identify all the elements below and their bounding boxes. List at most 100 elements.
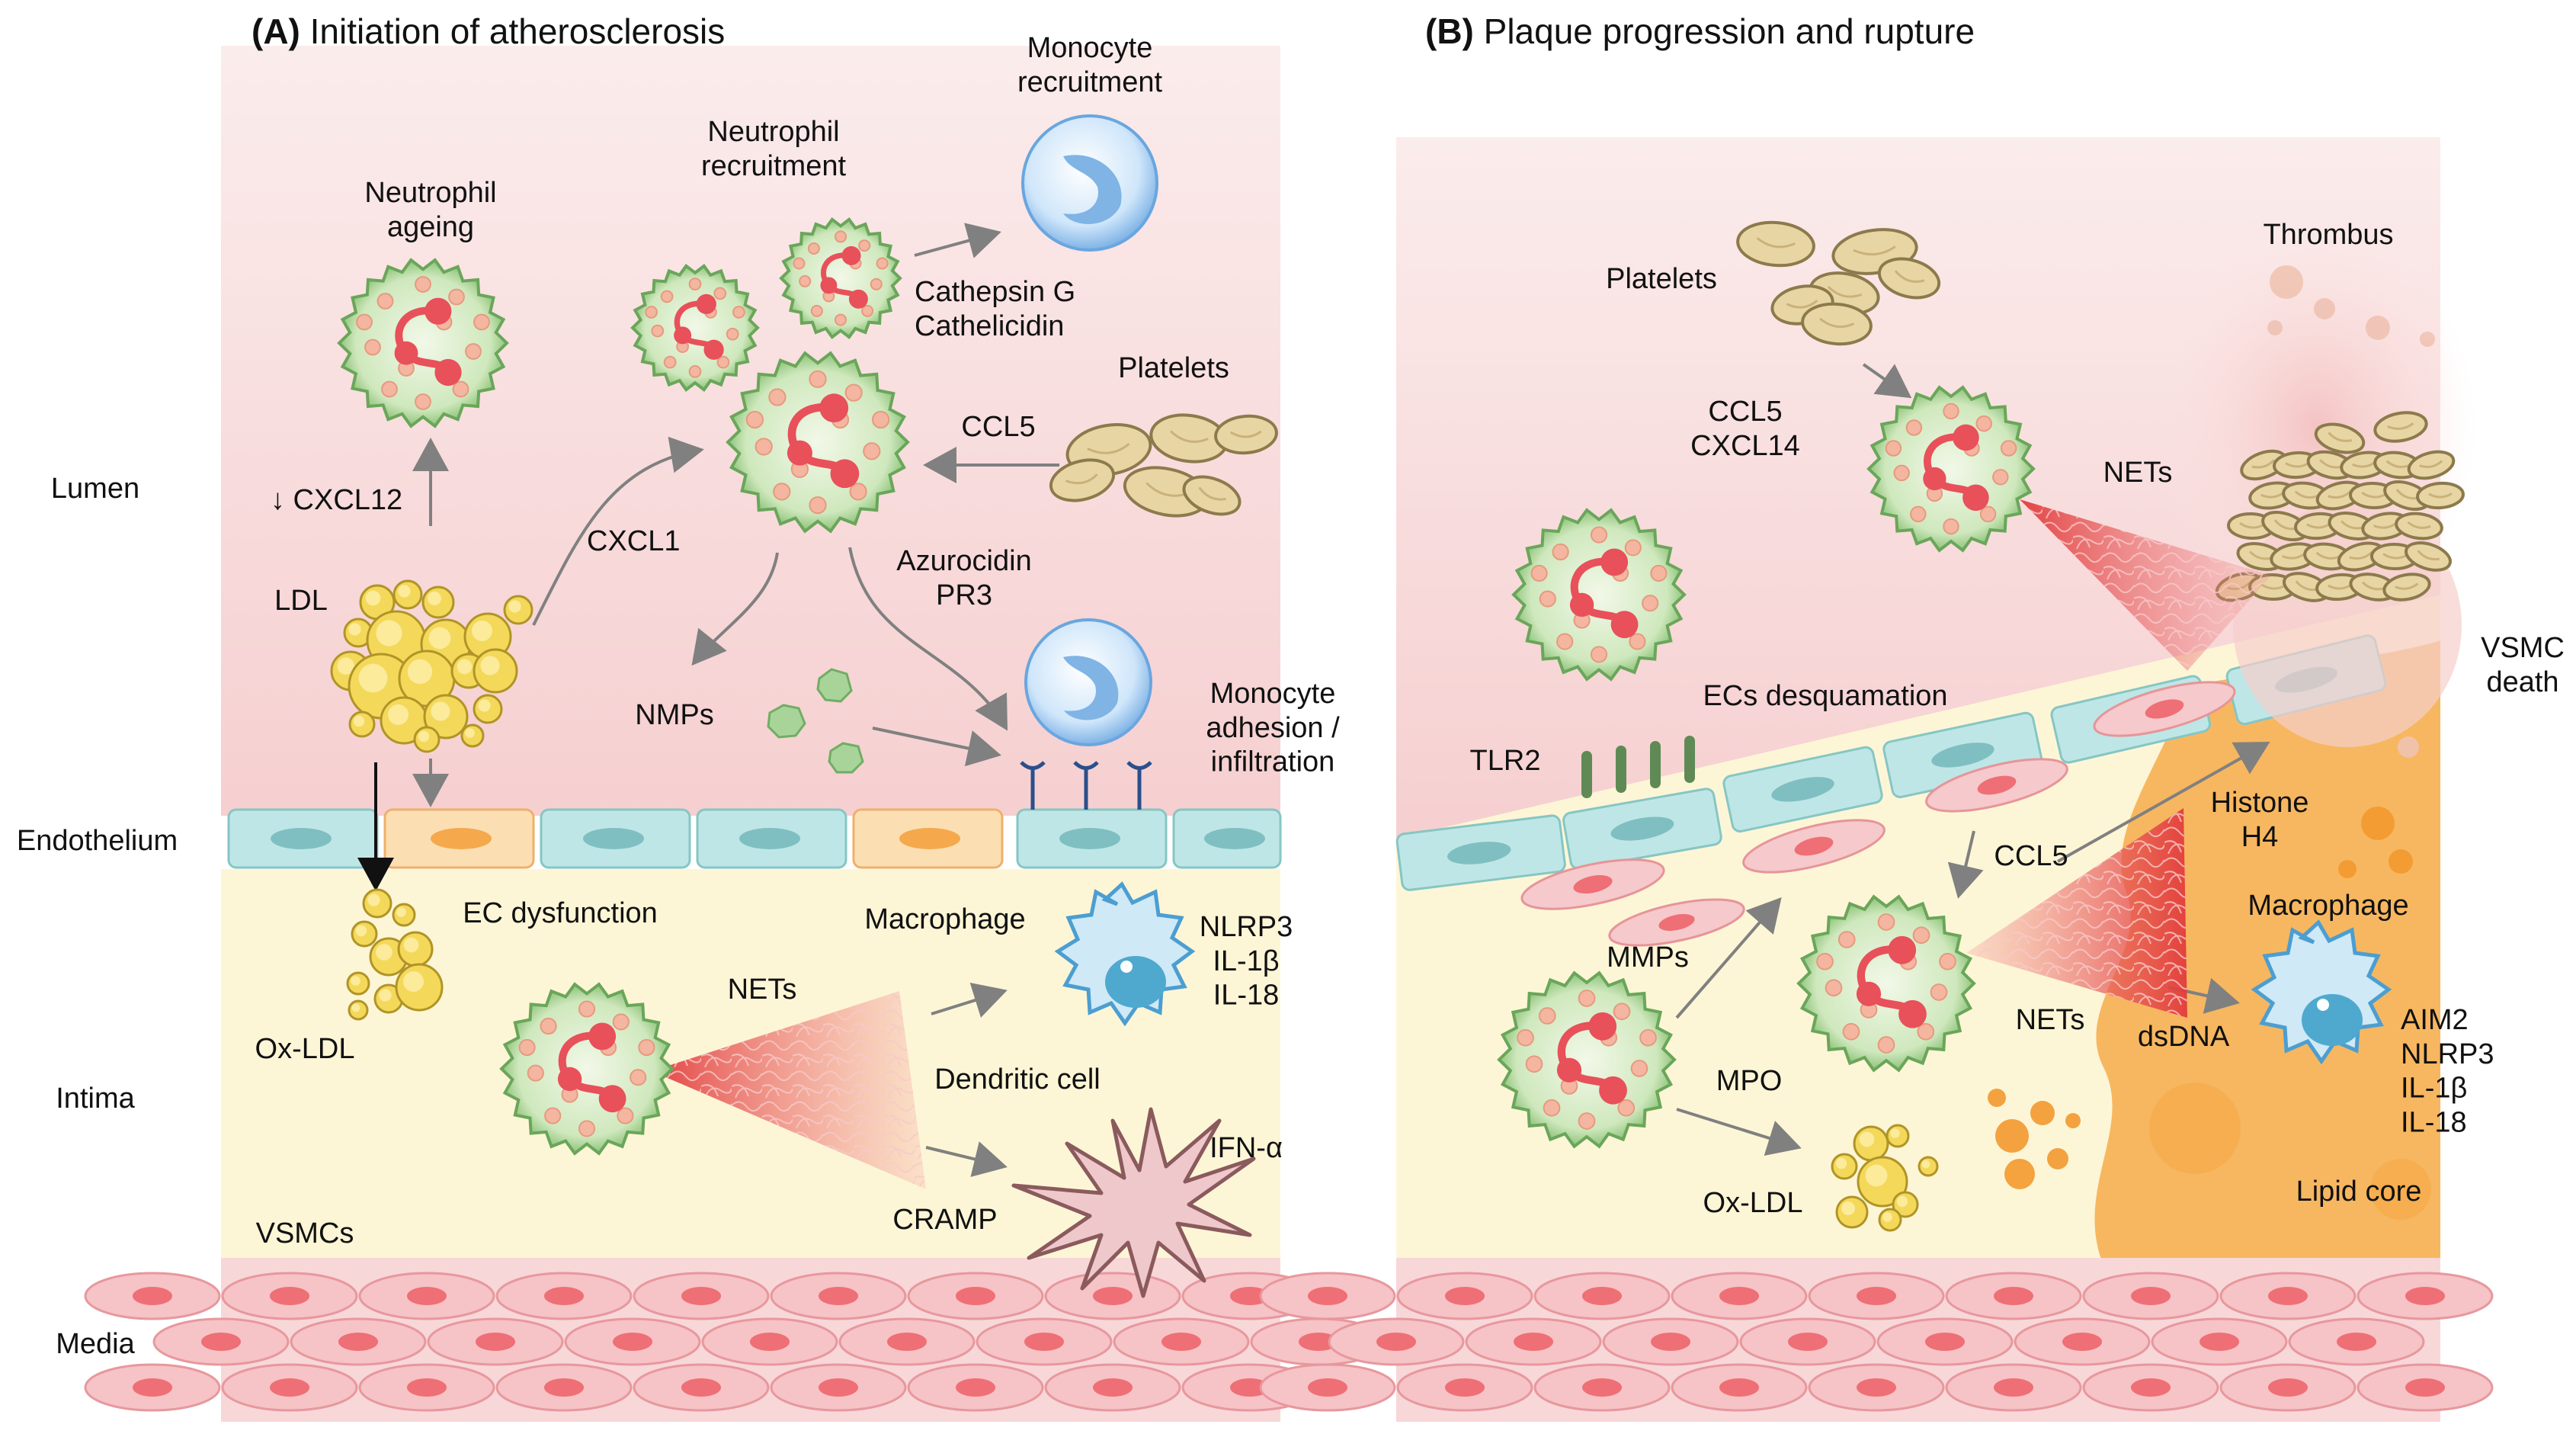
media-smc-cell (2288, 1317, 2425, 1366)
neutrophil (779, 217, 902, 340)
media-smc-cell (290, 1317, 427, 1366)
media-smc-cell (221, 1272, 358, 1320)
label-dsdna: dsDNA (2138, 1021, 2230, 1053)
ldl-particle (362, 888, 392, 919)
media-smc-cell (770, 1363, 907, 1412)
media-smc-cell (1602, 1317, 1739, 1366)
nmp-vesicles (767, 668, 864, 774)
media-smc-cell (1876, 1317, 2014, 1366)
label-ox-ldl: Ox-LDL (255, 1033, 355, 1065)
label-nmps: NMPs (635, 699, 713, 731)
neutrophil (1796, 894, 1976, 1073)
layer-label-endothelium: Endothelium (16, 825, 178, 857)
media-smc-cell (1396, 1272, 1533, 1320)
platelet (1049, 458, 1116, 502)
platelet (1877, 257, 1941, 300)
media-smc-cell (633, 1363, 770, 1412)
platelet (1214, 414, 1278, 455)
media-smc-cell (2219, 1272, 2357, 1320)
label-nets: NETs (728, 974, 797, 1006)
ldl-particle (1857, 1156, 1908, 1208)
panel-b-title-text: Plaque progression and rupture (1483, 11, 1975, 51)
endothelium-a (227, 808, 1282, 869)
media-smc-cell (358, 1272, 495, 1320)
ldl-particle (421, 585, 455, 619)
panel-b-letter: (B) (1425, 11, 1474, 51)
ldl-particle (1878, 1208, 1902, 1232)
ldl-particle (423, 694, 469, 739)
label-ccl5: CCL5 (961, 411, 1035, 443)
neutrophil (499, 982, 674, 1156)
media-smc-cell (1044, 1272, 1181, 1320)
media-smc-cell (1671, 1363, 1808, 1412)
ldl-particle (348, 999, 369, 1021)
neutrophils (337, 217, 2036, 1156)
media-smc-cell (907, 1363, 1044, 1412)
label-thrombus: Thrombus (2263, 219, 2393, 251)
label-lipid-core: Lipid core (2296, 1176, 2422, 1208)
ldl-particle (397, 931, 434, 967)
media-smc-cell (2219, 1363, 2357, 1412)
panel-a-title: (A) Initiation of atherosclerosis (252, 11, 725, 52)
monocyte-top (1021, 114, 1158, 252)
media-smc-cell (1259, 1363, 1396, 1412)
media-smc-cell (1113, 1317, 1250, 1366)
ldl-particle (473, 694, 503, 724)
media-smc-cell (770, 1272, 907, 1320)
media-smc-cell (1808, 1272, 1945, 1320)
media-smc-cell (1328, 1317, 1465, 1366)
layer-label-intima: Intima (56, 1083, 135, 1115)
arrows-panel-a (412, 223, 1059, 1177)
label-ox-ldl: Ox-LDL (1703, 1187, 1803, 1219)
ldl-particle (392, 903, 416, 927)
neutrophil (726, 351, 910, 534)
layer-label-lumen: Lumen (50, 473, 140, 505)
platelet (1801, 302, 1873, 346)
media-smc-cell (1533, 1363, 1671, 1412)
neutrophil (630, 263, 760, 393)
dendritic-cell (1011, 1107, 1256, 1298)
media-smc-cell (152, 1317, 290, 1366)
media-smc-cell (2014, 1317, 2151, 1366)
label-dendritic-cell: Dendritic cell (934, 1063, 1101, 1096)
layer-label-media: Media (56, 1328, 135, 1360)
platelet (2373, 411, 2428, 443)
label-macrophage: Macrophage (864, 903, 1025, 935)
platelet (2416, 481, 2465, 510)
label-cramp: CRAMP (892, 1204, 997, 1236)
media-smc-cell (1739, 1317, 1876, 1366)
media-smc-cell (358, 1363, 495, 1412)
nets-panel-a (652, 991, 926, 1189)
media-smc-cell (2082, 1272, 2219, 1320)
media-smc-cell (976, 1317, 1113, 1366)
media-smc-cell (2151, 1317, 2288, 1366)
platelet (2383, 480, 2430, 512)
media-smc-cell (1945, 1272, 2082, 1320)
label-ecs-desquamation: ECs desquamation (1703, 680, 1947, 712)
thrombus-platelets (2215, 411, 2465, 602)
platelets (1049, 220, 1941, 518)
media-smc-cell (427, 1317, 564, 1366)
label-mmps: MMPs (1607, 942, 1689, 974)
ldl-particle (351, 920, 378, 948)
lipid-droplets (1988, 807, 2431, 1220)
neutrophil (1511, 508, 1687, 682)
label-platelets: Platelets (1118, 352, 1229, 384)
ldl-particle (1831, 1153, 1858, 1180)
ldl-particle (503, 595, 533, 625)
media-smc-cell (495, 1272, 633, 1320)
media-smc-cell (1808, 1363, 1945, 1412)
label-ldl: LDL (274, 585, 328, 617)
label-macrophage: Macrophage (2248, 890, 2408, 922)
platelet (2283, 572, 2330, 602)
